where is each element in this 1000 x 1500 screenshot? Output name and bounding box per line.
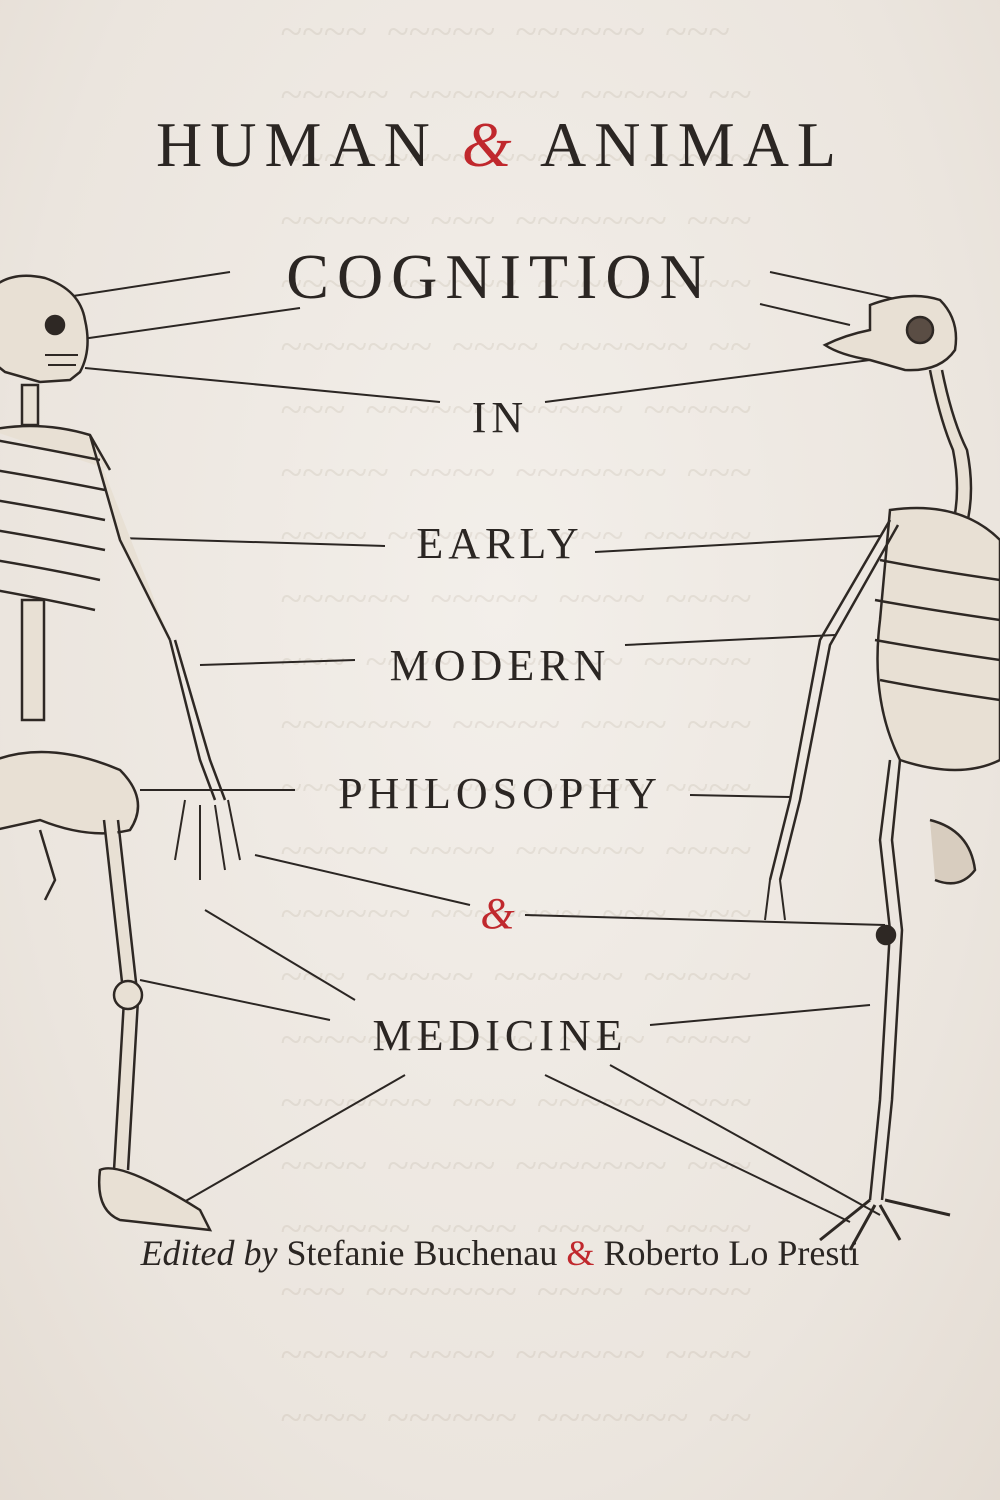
pointer-lines xyxy=(59,271,901,1223)
title-ampersand-1: & xyxy=(461,109,520,180)
editor-name-2: Roberto Lo Presti xyxy=(603,1233,860,1273)
title-word-modern: MODERN xyxy=(389,641,611,690)
human-skeleton xyxy=(0,274,241,1232)
title-line-1: HUMAN & ANIMAL xyxy=(0,108,1000,182)
title-word-medicine: MEDICINE xyxy=(372,1011,628,1060)
bird-skeleton xyxy=(764,294,1000,1251)
title-word-cognition: COGNITION xyxy=(286,241,714,312)
title-word-philosophy: PHILOSOPHY xyxy=(338,769,662,818)
editor-name-1: Stefanie Buchenau xyxy=(286,1233,558,1273)
byline-prefix: Edited by xyxy=(140,1233,278,1273)
background-manuscript-texture: ~~~~ ~~~~~ ~~~~~~ ~~~ ~~~~~ ~~~~~~~ ~~~~… xyxy=(280,9,752,1440)
byline: Edited by Stefanie Buchenau & Roberto Lo… xyxy=(0,1232,1000,1274)
title-ampersand-2: & xyxy=(480,889,520,938)
byline-ampersand: & xyxy=(566,1233,595,1273)
title-word-animal: ANIMAL xyxy=(540,109,844,180)
title-word-human: HUMAN xyxy=(156,109,438,180)
title-word-early: EARLY xyxy=(416,519,584,568)
title-word-in: IN xyxy=(471,393,529,442)
